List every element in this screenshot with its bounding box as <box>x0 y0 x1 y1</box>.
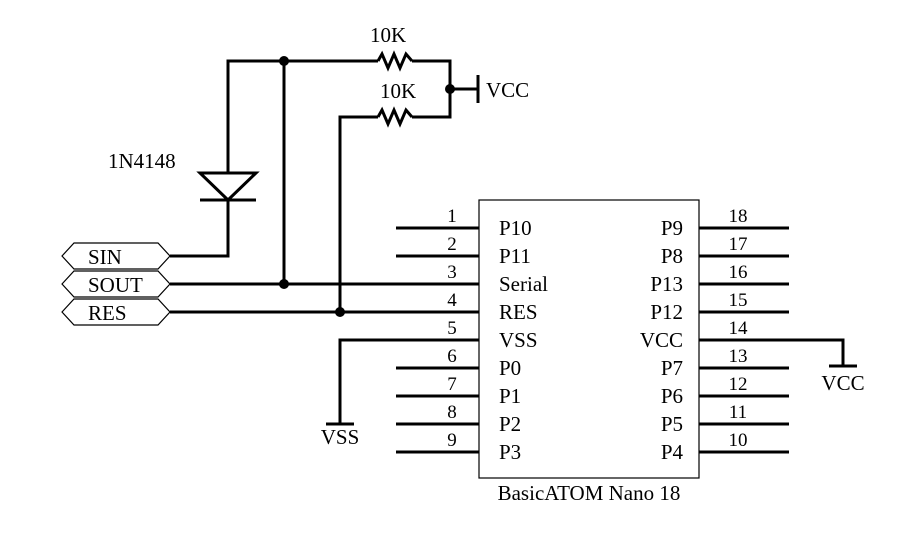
vcc-right-wire <box>789 338 845 366</box>
res-label: RES <box>88 301 127 325</box>
chip-pin-name: Serial <box>499 272 548 296</box>
chip-pin-number: 7 <box>447 374 457 395</box>
chip-pin-number: 8 <box>447 402 457 423</box>
resistor-top <box>376 50 414 72</box>
resistor-bottom <box>376 106 414 128</box>
chip-pin-name: P8 <box>661 244 683 268</box>
vcc-right-label: VCC <box>821 371 864 395</box>
chip-pin-number: 5 <box>447 318 457 339</box>
chip-pin-name: P7 <box>661 356 683 380</box>
chip-pin-name: RES <box>499 300 538 324</box>
chip-pin-name: P4 <box>661 440 684 464</box>
res-pullup-wire <box>338 115 378 312</box>
diode-anode-wire <box>226 59 340 173</box>
chip-pin-number: 2 <box>447 234 457 255</box>
junction-dot <box>445 84 455 94</box>
chip-pin-name: P9 <box>661 216 683 240</box>
chip-pin-number: 15 <box>729 290 748 311</box>
chip-pin-number: 12 <box>729 374 748 395</box>
chip-pin-number: 9 <box>447 430 457 451</box>
chip-pin-name: P5 <box>661 412 683 436</box>
chip-pin-number: 3 <box>447 262 457 283</box>
chip-name: BasicATOM Nano 18 <box>498 481 681 505</box>
chip-pin-number: 16 <box>729 262 748 283</box>
chip-pin-name: VSS <box>499 328 538 352</box>
chip-pin-name: VCC <box>640 328 683 352</box>
chip-pin-name: P10 <box>499 216 532 240</box>
chip-pin-number: 18 <box>729 206 748 227</box>
chip-pin-name: P12 <box>650 300 683 324</box>
resistor-bottom-lead-right <box>412 89 452 119</box>
chip-left-pins: 1 P10 2 P11 3 Serial 4 RES 5 VSS 6 P0 7 P1 8 P2 9 P3 <box>396 206 548 464</box>
chip-pin-name: P0 <box>499 356 521 380</box>
chip-pin-number: 17 <box>729 234 748 255</box>
chip-pin-name: P2 <box>499 412 521 436</box>
resistor-bottom-label: 10K <box>380 79 416 103</box>
sin-wire <box>170 200 230 258</box>
chip-pin-number: 13 <box>729 346 748 367</box>
chip-pin-number: 1 <box>447 206 457 227</box>
diode-label: 1N4148 <box>108 149 176 173</box>
chip-right-pins: 18 P9 17 P8 16 P13 15 P12 14 VCC 13 P7 12 P6 11 P5 10 P4 <box>640 206 789 464</box>
vss-wire <box>338 338 399 424</box>
resistor-top-label: 10K <box>370 23 406 47</box>
vcc-top-label: VCC <box>486 78 529 102</box>
chip-pin-number: 4 <box>447 290 457 311</box>
chip-pin-number: 14 <box>729 318 749 339</box>
junction-dot <box>335 307 345 317</box>
junction-dot <box>279 279 289 289</box>
chip-pin-name: P3 <box>499 440 521 464</box>
sout-label: SOUT <box>88 273 143 297</box>
chip-pin-number: 6 <box>447 346 457 367</box>
chip-body <box>478 199 700 479</box>
chip-pin-name: P1 <box>499 384 521 408</box>
vss-label: VSS <box>321 425 360 449</box>
chip-pin-name: P11 <box>499 244 531 268</box>
diode-symbol <box>196 171 260 203</box>
chip-pin-name: P13 <box>650 272 683 296</box>
chip-pin-number: 10 <box>729 430 748 451</box>
chip-pin-number: 11 <box>729 402 747 423</box>
junction-dot <box>279 56 289 66</box>
resistor-top-lead-right <box>412 59 452 89</box>
chip-pin-name: P6 <box>661 384 683 408</box>
sin-label: SIN <box>88 245 122 269</box>
